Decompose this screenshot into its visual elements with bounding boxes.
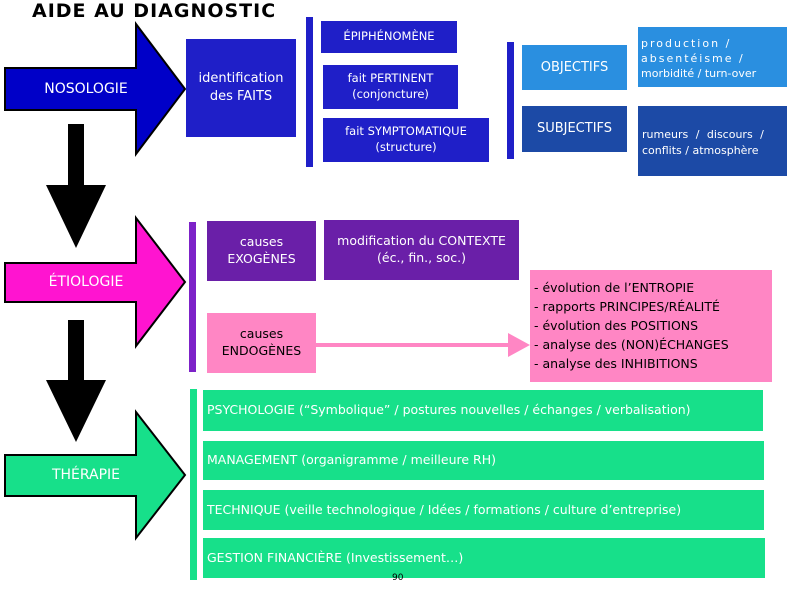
causes-endogenes-line-2: ENDOGÈNES [221, 343, 302, 358]
identification-faits-box: identification des FAITS [186, 39, 296, 137]
therapie-label: THÉRAPIE [51, 467, 121, 484]
fait-symptomatique-line-2: (structure) [375, 140, 437, 154]
down-arrow-2 [46, 320, 106, 442]
objectifs-detail-box: production / absentéisme / morbidité / t… [638, 27, 787, 87]
modification-contexte-line-1: modification du CONTEXTE [337, 233, 506, 249]
therapie-bracket [190, 389, 197, 580]
etiologie-bracket [189, 222, 196, 372]
modification-contexte-line-2: (éc., fin., soc.) [377, 250, 466, 265]
subjectifs-detail-box: rumeurs / discours / conflits / atmosphè… [638, 106, 787, 176]
nosologie-bracket-1 [306, 17, 313, 167]
down-arrow-1 [46, 124, 106, 248]
endogenes-list-box: - évolution de l’ENTROPIE - rapports PRI… [530, 270, 772, 382]
therapie-item-management: MANAGEMENT (organigramme / meilleure RH) [203, 441, 764, 480]
causes-endogenes-box: causes ENDOGÈNES [207, 313, 316, 373]
etiologie-label: ÉTIOLOGIE [48, 274, 124, 291]
identification-line-1: identification [198, 71, 284, 87]
modification-contexte-box: modification du CONTEXTE (éc., fin., soc… [324, 220, 519, 280]
epiphenomene-box: ÉPIPHÉNOMÈNE [321, 21, 457, 53]
page-title: AIDE AU DIAGNOSTIC [32, 0, 277, 22]
therapie-item-technique: TECHNIQUE (veille technologique / Idées … [203, 490, 764, 530]
etiologie-arrow [4, 215, 187, 349]
therapie-item-psychologie: PSYCHOLOGIE (“Symbolique” / postures nou… [203, 390, 763, 431]
nosologie-label: NOSOLOGIE [44, 80, 128, 97]
endogenes-item-1: - évolution de l’ENTROPIE [534, 280, 695, 295]
page-number: 90 [392, 573, 404, 583]
nosologie-arrow [4, 21, 187, 157]
endogenes-item-3: - évolution des POSITIONS [534, 318, 699, 333]
endogenes-connector-arrowhead [508, 333, 530, 357]
fait-symptomatique-box: fait SYMPTOMATIQUE (structure) [323, 118, 489, 162]
causes-exogenes-box: causes EXOGÈNES [207, 221, 316, 281]
causes-endogenes-line-1: causes [239, 326, 284, 342]
subjectifs-box: SUBJECTIFS [522, 106, 627, 152]
fait-symptomatique-line-1: fait SYMPTOMATIQUE [345, 124, 467, 139]
identification-line-2: des FAITS [209, 89, 273, 104]
objectifs-detail-line-1: production / [641, 37, 732, 50]
therapie-item-gestion-financiere: GESTION FINANCIÈRE (Investissement…) [203, 538, 765, 578]
causes-exogenes-line-2: EXOGÈNES [227, 251, 296, 266]
subjectifs-detail-line-1: rumeurs / discours / [642, 128, 764, 141]
causes-exogenes-line-1: causes [239, 234, 284, 250]
objectifs-detail-line-2: absentéisme / [641, 52, 745, 65]
objectifs-detail-line-3: morbidité / turn-over [641, 67, 757, 80]
fait-pertinent-box: fait PERTINENT (conjoncture) [323, 65, 458, 109]
objectifs-box: OBJECTIFS [522, 45, 627, 90]
subjectifs-detail-line-2: conflits / atmosphère [642, 144, 759, 157]
fait-pertinent-line-2: (conjoncture) [352, 87, 429, 101]
therapie-arrow [4, 409, 187, 541]
nosologie-bracket-2 [507, 42, 514, 159]
fait-pertinent-line-1: fait PERTINENT [347, 71, 434, 86]
endogenes-item-2: - rapports PRINCIPES/RÉALITÉ [534, 299, 720, 314]
endogenes-item-4: - analyse des (NON)ÉCHANGES [534, 337, 729, 352]
endogenes-item-5: - analyse des INHIBITIONS [534, 356, 698, 371]
